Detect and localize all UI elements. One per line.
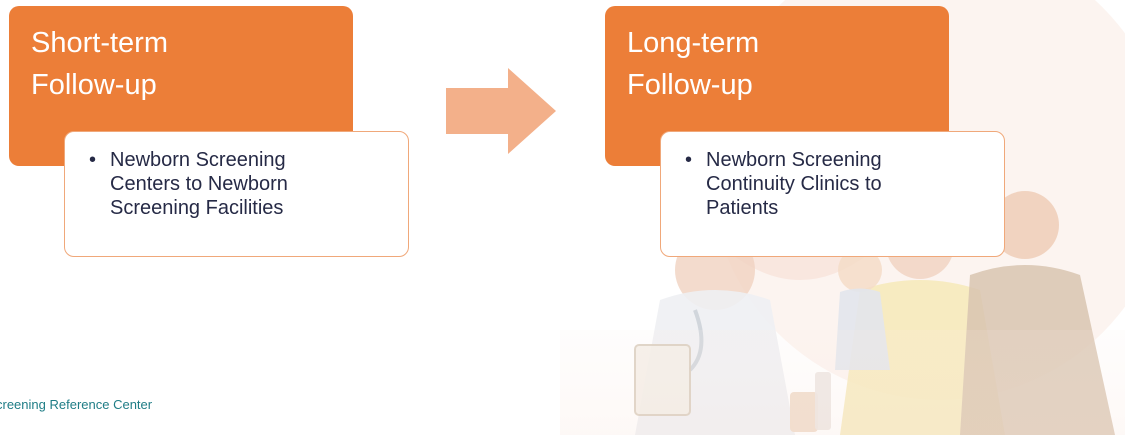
detail-line: Centers to Newborn — [110, 173, 288, 195]
short-term-detail-box: • Newborn Screening Centers to Newborn S… — [64, 131, 409, 257]
right-arrow-icon — [446, 68, 556, 154]
long-term-detail-list: • Newborn Screening Continuity Clinics t… — [685, 148, 992, 220]
detail-list-item: • Newborn Screening Continuity Clinics t… — [685, 148, 992, 220]
detail-line: Screening Facilities — [110, 197, 284, 219]
bullet-icon: • — [685, 149, 693, 171]
stage-title-line-1: Long-term — [627, 27, 760, 59]
detail-line: Newborn Screening — [110, 149, 286, 171]
short-term-detail-list: • Newborn Screening Centers to Newborn S… — [89, 148, 396, 220]
stage-title-short-term: Short-term Follow-up — [31, 22, 331, 106]
stage-title-line-2: Follow-up — [31, 69, 157, 101]
long-term-detail-box: • Newborn Screening Continuity Clinics t… — [660, 131, 1005, 257]
detail-line: Continuity Clinics to — [706, 173, 882, 195]
stage-title-long-term: Long-term Follow-up — [627, 22, 927, 106]
detail-line: Newborn Screening — [706, 149, 882, 171]
stage-title-line-2: Follow-up — [627, 69, 753, 101]
detail-line: Patients — [706, 197, 779, 219]
bullet-icon: • — [89, 149, 97, 171]
footer-organization-name: creening Reference Center — [0, 397, 153, 412]
detail-list-item: • Newborn Screening Centers to Newborn S… — [89, 148, 396, 220]
stage-title-line-1: Short-term — [31, 27, 168, 59]
